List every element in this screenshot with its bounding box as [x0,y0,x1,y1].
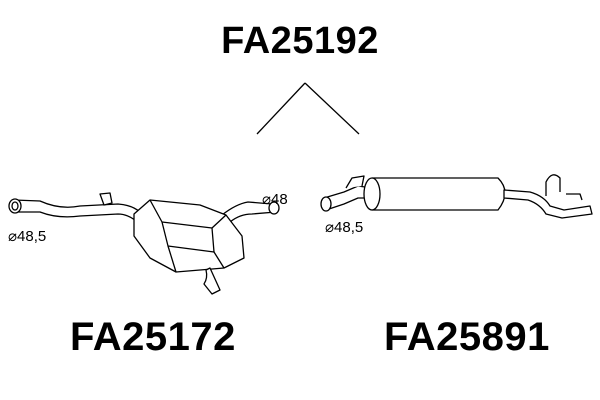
right-inlet-diameter-label: ⌀48,5 [325,219,364,236]
main-part-code: FA25192 [221,20,379,62]
left-inlet-diameter-label: ⌀48,5 [8,228,47,245]
right-silencer-can [365,177,506,211]
right-tail-pipe [503,189,593,219]
left-outlet-pipe-end [268,201,280,215]
left-silencer-drawing [8,192,280,295]
left-part-code: FA25172 [70,315,236,359]
left-outlet-diameter-label: ⌀48 [262,191,288,208]
left-inlet-pipe-bore [11,201,19,211]
left-tail-bracket [203,267,221,295]
left-inlet-pipe [13,199,147,227]
left-silencer-seam-edge-2 [213,251,225,269]
right-hanger-bracket [566,193,583,201]
split-line-right [304,82,360,135]
right-hanger-hook [545,174,561,196]
left-silencer-seam-top [149,199,227,229]
left-hanger [99,192,113,206]
right-silencer-drawing [320,174,593,219]
right-part-code: FA25891 [384,315,550,359]
right-inlet-flange [345,175,365,189]
split-line-left [256,82,306,135]
split-lines [256,82,360,135]
left-silencer-body [133,199,245,273]
right-silencer-front-cap [363,177,381,211]
left-silencer-seam-edge [167,245,177,273]
left-silencer-seam-side [161,221,215,253]
right-inlet-pipe-end [320,196,332,212]
